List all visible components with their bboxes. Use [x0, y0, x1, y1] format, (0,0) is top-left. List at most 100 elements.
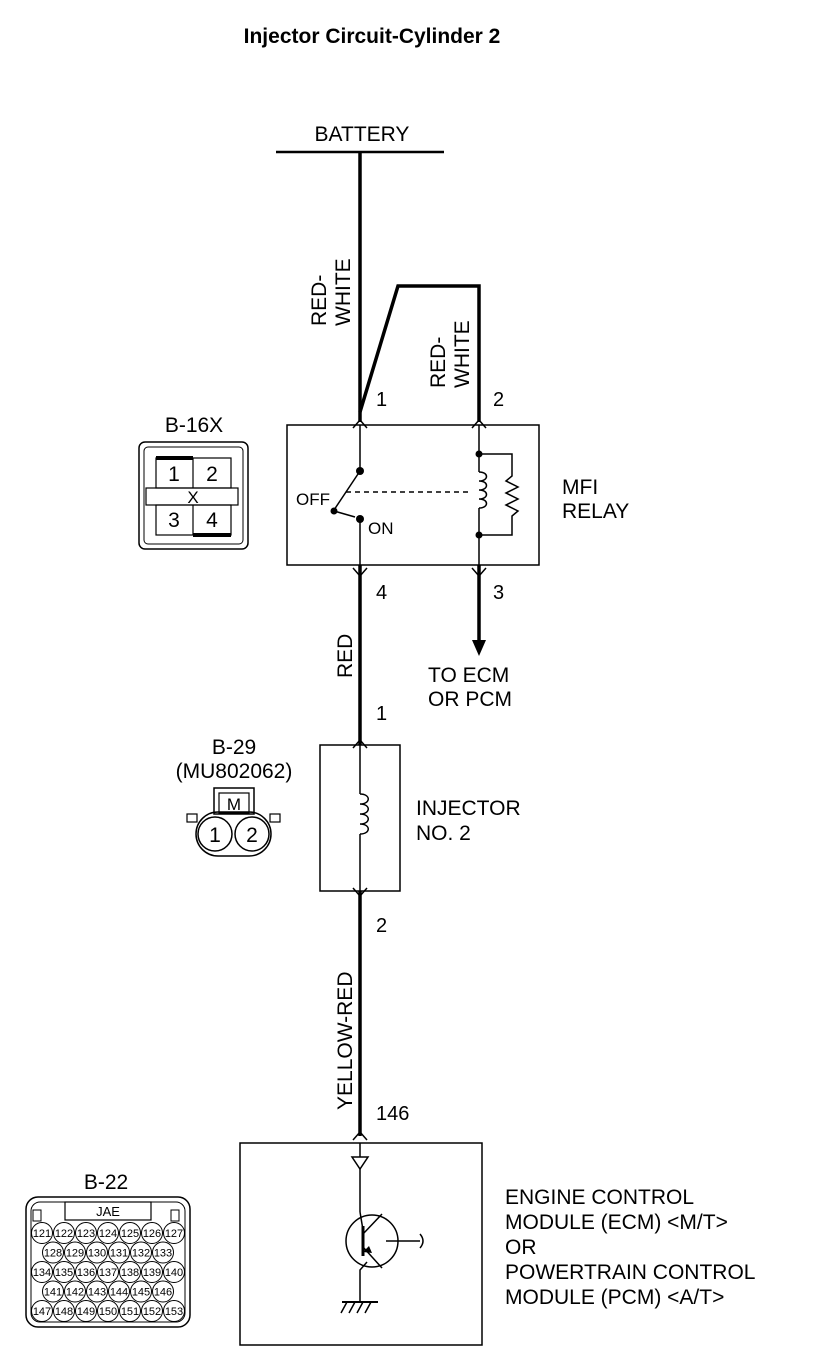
relay-on-label: ON — [368, 519, 394, 538]
injector-pin-2: 2 — [376, 915, 387, 937]
ecm-box — [239, 1142, 483, 1346]
connector-pin-hole — [86, 1241, 108, 1264]
injector-part-number: (MU802062) — [176, 760, 293, 783]
connector-pin-hole — [141, 1261, 163, 1283]
connector-pin-number: 121 — [33, 1228, 51, 1240]
svg-text:WHITE: WHITE — [332, 258, 355, 326]
arrow-to-ecm — [472, 640, 486, 656]
connector-pin-hole — [119, 1222, 141, 1244]
ecm-driver-transistor — [345, 1211, 424, 1269]
connector-pin-hole — [31, 1261, 53, 1283]
connector-pin-number: 132 — [132, 1248, 150, 1260]
svg-text:WHITE: WHITE — [451, 320, 474, 388]
connector-pin-hole — [53, 1300, 75, 1322]
connector-pin-number: 149 — [77, 1306, 95, 1318]
connector-pin-hole — [141, 1222, 163, 1244]
svg-text:RED: RED — [334, 634, 357, 678]
connector-pin-number: 133 — [154, 1248, 172, 1260]
svg-text:RED-: RED- — [308, 275, 331, 326]
wire-color-battery-right: RED- WHITE — [427, 320, 474, 388]
relay-switch-pivot-lead — [333, 510, 356, 518]
connector-pin-number: 147 — [33, 1306, 51, 1318]
battery-label: BATTERY — [315, 123, 410, 146]
ecm-ground-icon — [340, 1301, 378, 1314]
connector-pin-hole — [119, 1261, 141, 1283]
mfi-relay-box — [286, 424, 540, 566]
connector-pin-hole — [152, 1280, 174, 1303]
connector-pin-number: 126 — [143, 1228, 161, 1240]
relay-pin-1: 1 — [376, 389, 387, 411]
connector-pin-number: 138 — [121, 1267, 139, 1279]
connector-pin-hole — [86, 1280, 108, 1303]
connector-pin-number: 131 — [110, 1248, 128, 1260]
relay-pin-2: 2 — [493, 389, 504, 411]
injector-connector-label: B-29 — [212, 736, 256, 759]
connector-pin-number: 148 — [55, 1306, 73, 1318]
connector-pin-hole — [53, 1222, 75, 1244]
ecm-connector-label: B-22 — [84, 1171, 128, 1194]
connector-pin-number: 129 — [66, 1248, 84, 1260]
connector-pin-number: 127 — [165, 1228, 183, 1240]
connector-pin-number: 134 — [33, 1267, 51, 1279]
connector-pin-hole — [108, 1280, 130, 1303]
ecm-emitter-wire — [359, 1261, 368, 1302]
connector-pin-hole — [152, 1241, 174, 1264]
svg-text:YELLOW-RED: YELLOW-RED — [334, 972, 357, 1110]
connector-pin-number: 141 — [44, 1287, 62, 1299]
connector-pin-number: 123 — [77, 1228, 95, 1240]
diagram-title: Injector Circuit-Cylinder 2 — [244, 25, 501, 48]
relay-pin-3: 3 — [493, 582, 504, 604]
wire-battery-to-relay-pin2 — [358, 284, 481, 422]
ecm-name-1: ENGINE CONTROL — [505, 1186, 694, 1209]
connector-pin-number: 145 — [132, 1287, 150, 1299]
connector-pin-hole — [163, 1300, 185, 1322]
connector-pin-number: 137 — [99, 1267, 117, 1279]
connector-pin-hole — [42, 1241, 64, 1264]
connector-pin-hole — [97, 1300, 119, 1322]
ecm-connector-pins: 121 122 123 124 125 126 127 128 129 130 131 132 133 1… — [31, 1222, 185, 1322]
wire-color-injector-ecm: YELLOW-RED — [334, 972, 357, 1110]
connector-pin-hole — [130, 1241, 152, 1264]
injector-name-2: NO. 2 — [416, 822, 471, 845]
ecm-name-5: MODULE (PCM) <A/T> — [505, 1286, 724, 1309]
connector-pin-number: 153 — [165, 1306, 183, 1318]
svg-text:3: 3 — [168, 509, 180, 532]
connector-pin-number: 136 — [77, 1267, 95, 1279]
injector-name-1: INJECTOR — [416, 797, 521, 820]
relay-coil — [478, 471, 488, 509]
connector-pin-number: 142 — [66, 1287, 84, 1299]
connector-pin-number: 151 — [121, 1306, 139, 1318]
injector-connector-b29: M 1 2 — [186, 787, 281, 857]
to-ecm-label-2: OR PCM — [428, 688, 512, 711]
wire-color-battery-left: RED- WHITE — [308, 258, 355, 326]
connector-pin-number: 130 — [88, 1248, 106, 1260]
connector-pin-hole — [141, 1300, 163, 1322]
relay-connector-label: B-16X — [165, 414, 223, 437]
connector-pin-hole — [53, 1261, 75, 1283]
connector-pin-number: 124 — [99, 1228, 117, 1240]
connector-pin-number: 139 — [143, 1267, 161, 1279]
ecm-name-2: MODULE (ECM) <M/T> — [505, 1211, 728, 1234]
relay-pin-4: 4 — [376, 582, 387, 604]
relay-switch-arm — [333, 470, 361, 511]
connector-pin-number: 150 — [99, 1306, 117, 1318]
connector-pin-number: 125 — [121, 1228, 139, 1240]
svg-text:4: 4 — [206, 509, 218, 532]
svg-text:1: 1 — [209, 824, 221, 847]
connector-pin-hole — [31, 1300, 53, 1322]
to-ecm-label-1: TO ECM — [428, 664, 509, 687]
connector-pin-number: 128 — [44, 1248, 62, 1260]
relay-resistor — [479, 453, 520, 536]
svg-text:2: 2 — [246, 824, 258, 847]
connector-pin-number: 122 — [55, 1228, 73, 1240]
relay-off-label: OFF — [296, 490, 330, 509]
ecm-pin-146: 146 — [376, 1103, 409, 1125]
connector-pin-hole — [75, 1300, 97, 1322]
mfi-relay-name-2: RELAY — [562, 500, 629, 523]
connector-pin-number: 144 — [110, 1287, 128, 1299]
svg-text:JAE: JAE — [96, 1204, 120, 1219]
ecm-input-terminal — [350, 1156, 370, 1171]
relay-connector-b16x: 1 2 X 3 4 — [138, 441, 249, 550]
svg-text:RED-: RED- — [427, 337, 450, 388]
